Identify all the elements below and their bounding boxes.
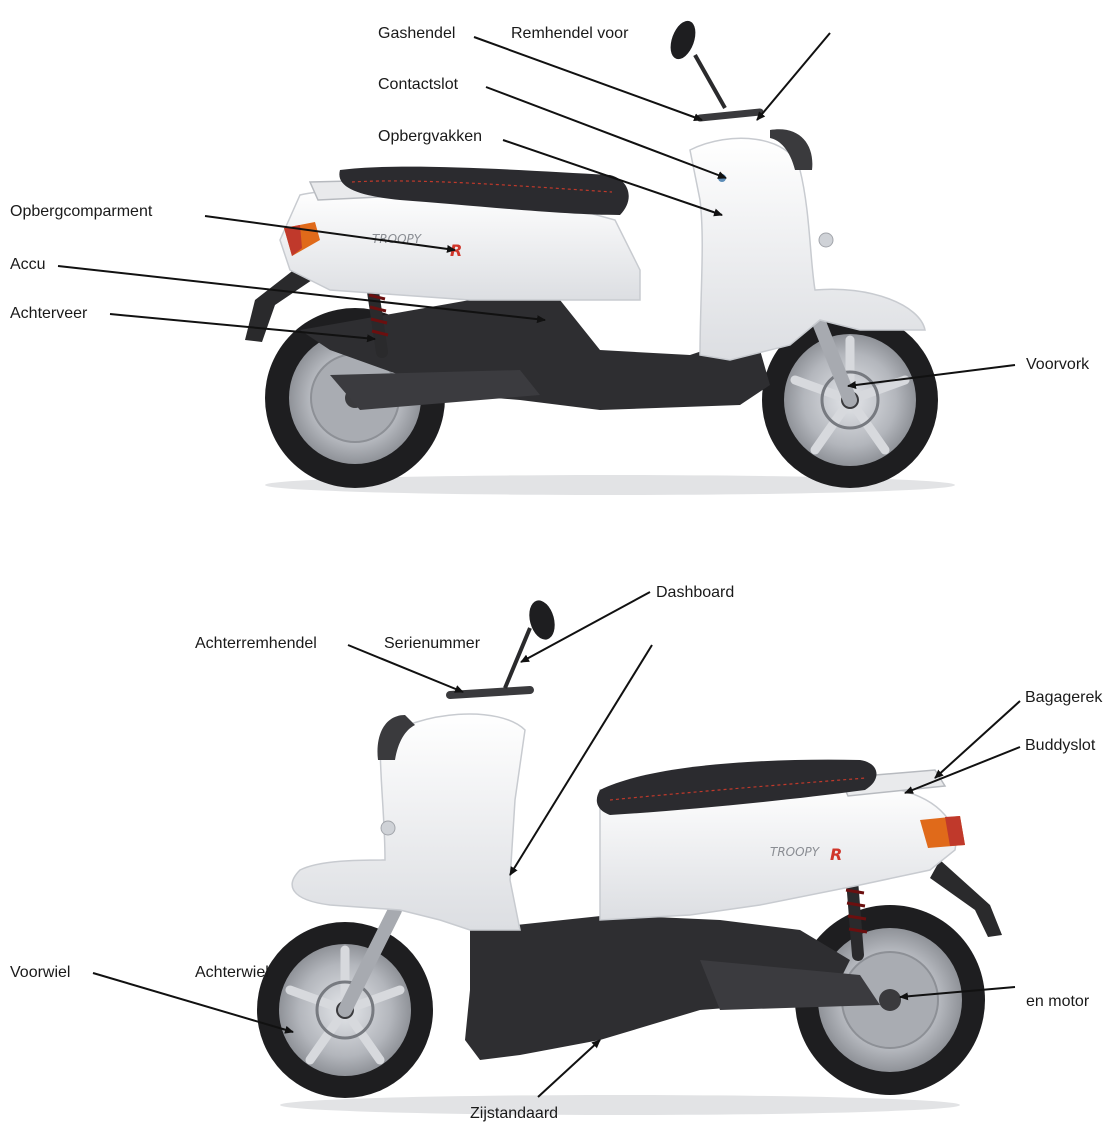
label-bagagerek: Bagagerek — [1025, 689, 1103, 706]
leader-opbergvakken — [502, 139, 723, 217]
label-voorwiel: Voorwiel — [10, 964, 71, 981]
leader-buddyslot — [904, 746, 1021, 794]
leader-lines — [57, 32, 1021, 1098]
label-achterveer: Achterveer — [10, 305, 88, 322]
front-shield-bottom — [291, 713, 526, 931]
front-emblem-top — [818, 232, 834, 248]
leader-accu — [57, 265, 546, 324]
label-buddyslot: Buddyslot — [1025, 737, 1096, 754]
leader-serienummer — [509, 644, 653, 876]
rear-wheel-bottom — [795, 905, 985, 1095]
leader-dashboard — [520, 591, 651, 663]
swing-arm-bottom — [700, 960, 880, 1010]
leader-contactslot — [485, 86, 727, 179]
seat-bottom — [596, 759, 877, 815]
handlebar-top — [696, 108, 764, 122]
label-voorvork: Voorvork — [1026, 356, 1090, 373]
label-opbergvakken: Opbergvakken — [378, 128, 483, 145]
plate-holder-bottom — [930, 860, 1002, 937]
label-accu: Accu — [10, 256, 46, 273]
leader-voorvork — [847, 364, 1016, 389]
leader-voorwiel — [92, 972, 294, 1034]
front-emblem-bottom — [380, 820, 396, 836]
swing-arm-top — [330, 370, 540, 410]
label-gashendel: Gashendel — [378, 25, 456, 42]
handlebar-bottom — [446, 686, 534, 699]
brand-logo-bottom: TROOPY — [770, 845, 821, 859]
brand-logo-top: TROOPY — [372, 232, 423, 246]
front-fork-bottom — [338, 903, 402, 1017]
plate-holder-top — [245, 265, 315, 342]
label-achterwiel: Achterwiel — [195, 964, 269, 981]
leader-gashendel — [473, 36, 703, 122]
floor-frame-top — [300, 300, 770, 410]
leader-remhendel-voor — [756, 32, 831, 121]
front-shield-top — [689, 137, 926, 361]
scooter-bottom: TROOPY R — [257, 600, 1002, 1115]
leader-opbergcomparment — [204, 215, 456, 253]
leader-zijstandaard — [537, 1039, 601, 1098]
label-opbergcomparment: Opbergcomparment — [10, 203, 153, 220]
mirror-stem-bottom — [503, 627, 532, 689]
ground-shadow-bottom — [280, 1095, 960, 1115]
mirror-bottom — [529, 600, 555, 640]
seat-top — [339, 166, 629, 215]
leader-bagagerek — [934, 700, 1021, 779]
brand-logo-r-bottom: R — [830, 845, 842, 864]
leader-achterremhendel — [347, 644, 464, 693]
label-contactslot: Contactslot — [378, 76, 459, 93]
label-zijstandaard: Zijstandaard — [470, 1105, 559, 1122]
mirror-top — [670, 20, 696, 60]
mirror-stem-top — [693, 54, 727, 109]
leader-achterveer — [109, 313, 376, 343]
scooter-top: TROOPY R — [245, 20, 955, 495]
label-achterremhendel: Achterremhendel — [195, 635, 317, 652]
leader-en-motor — [899, 986, 1016, 1001]
label-dashboard: Dashboard — [656, 584, 735, 601]
ground-shadow-top — [265, 475, 955, 495]
headlight-bottom — [377, 715, 415, 760]
label-en-motor: en motor — [1026, 993, 1090, 1010]
headlight-top — [770, 129, 813, 170]
label-remhendel-voor: Remhendel voor — [511, 25, 629, 42]
floor-frame-bottom — [465, 915, 850, 1060]
label-serienummer: Serienummer — [384, 635, 481, 652]
